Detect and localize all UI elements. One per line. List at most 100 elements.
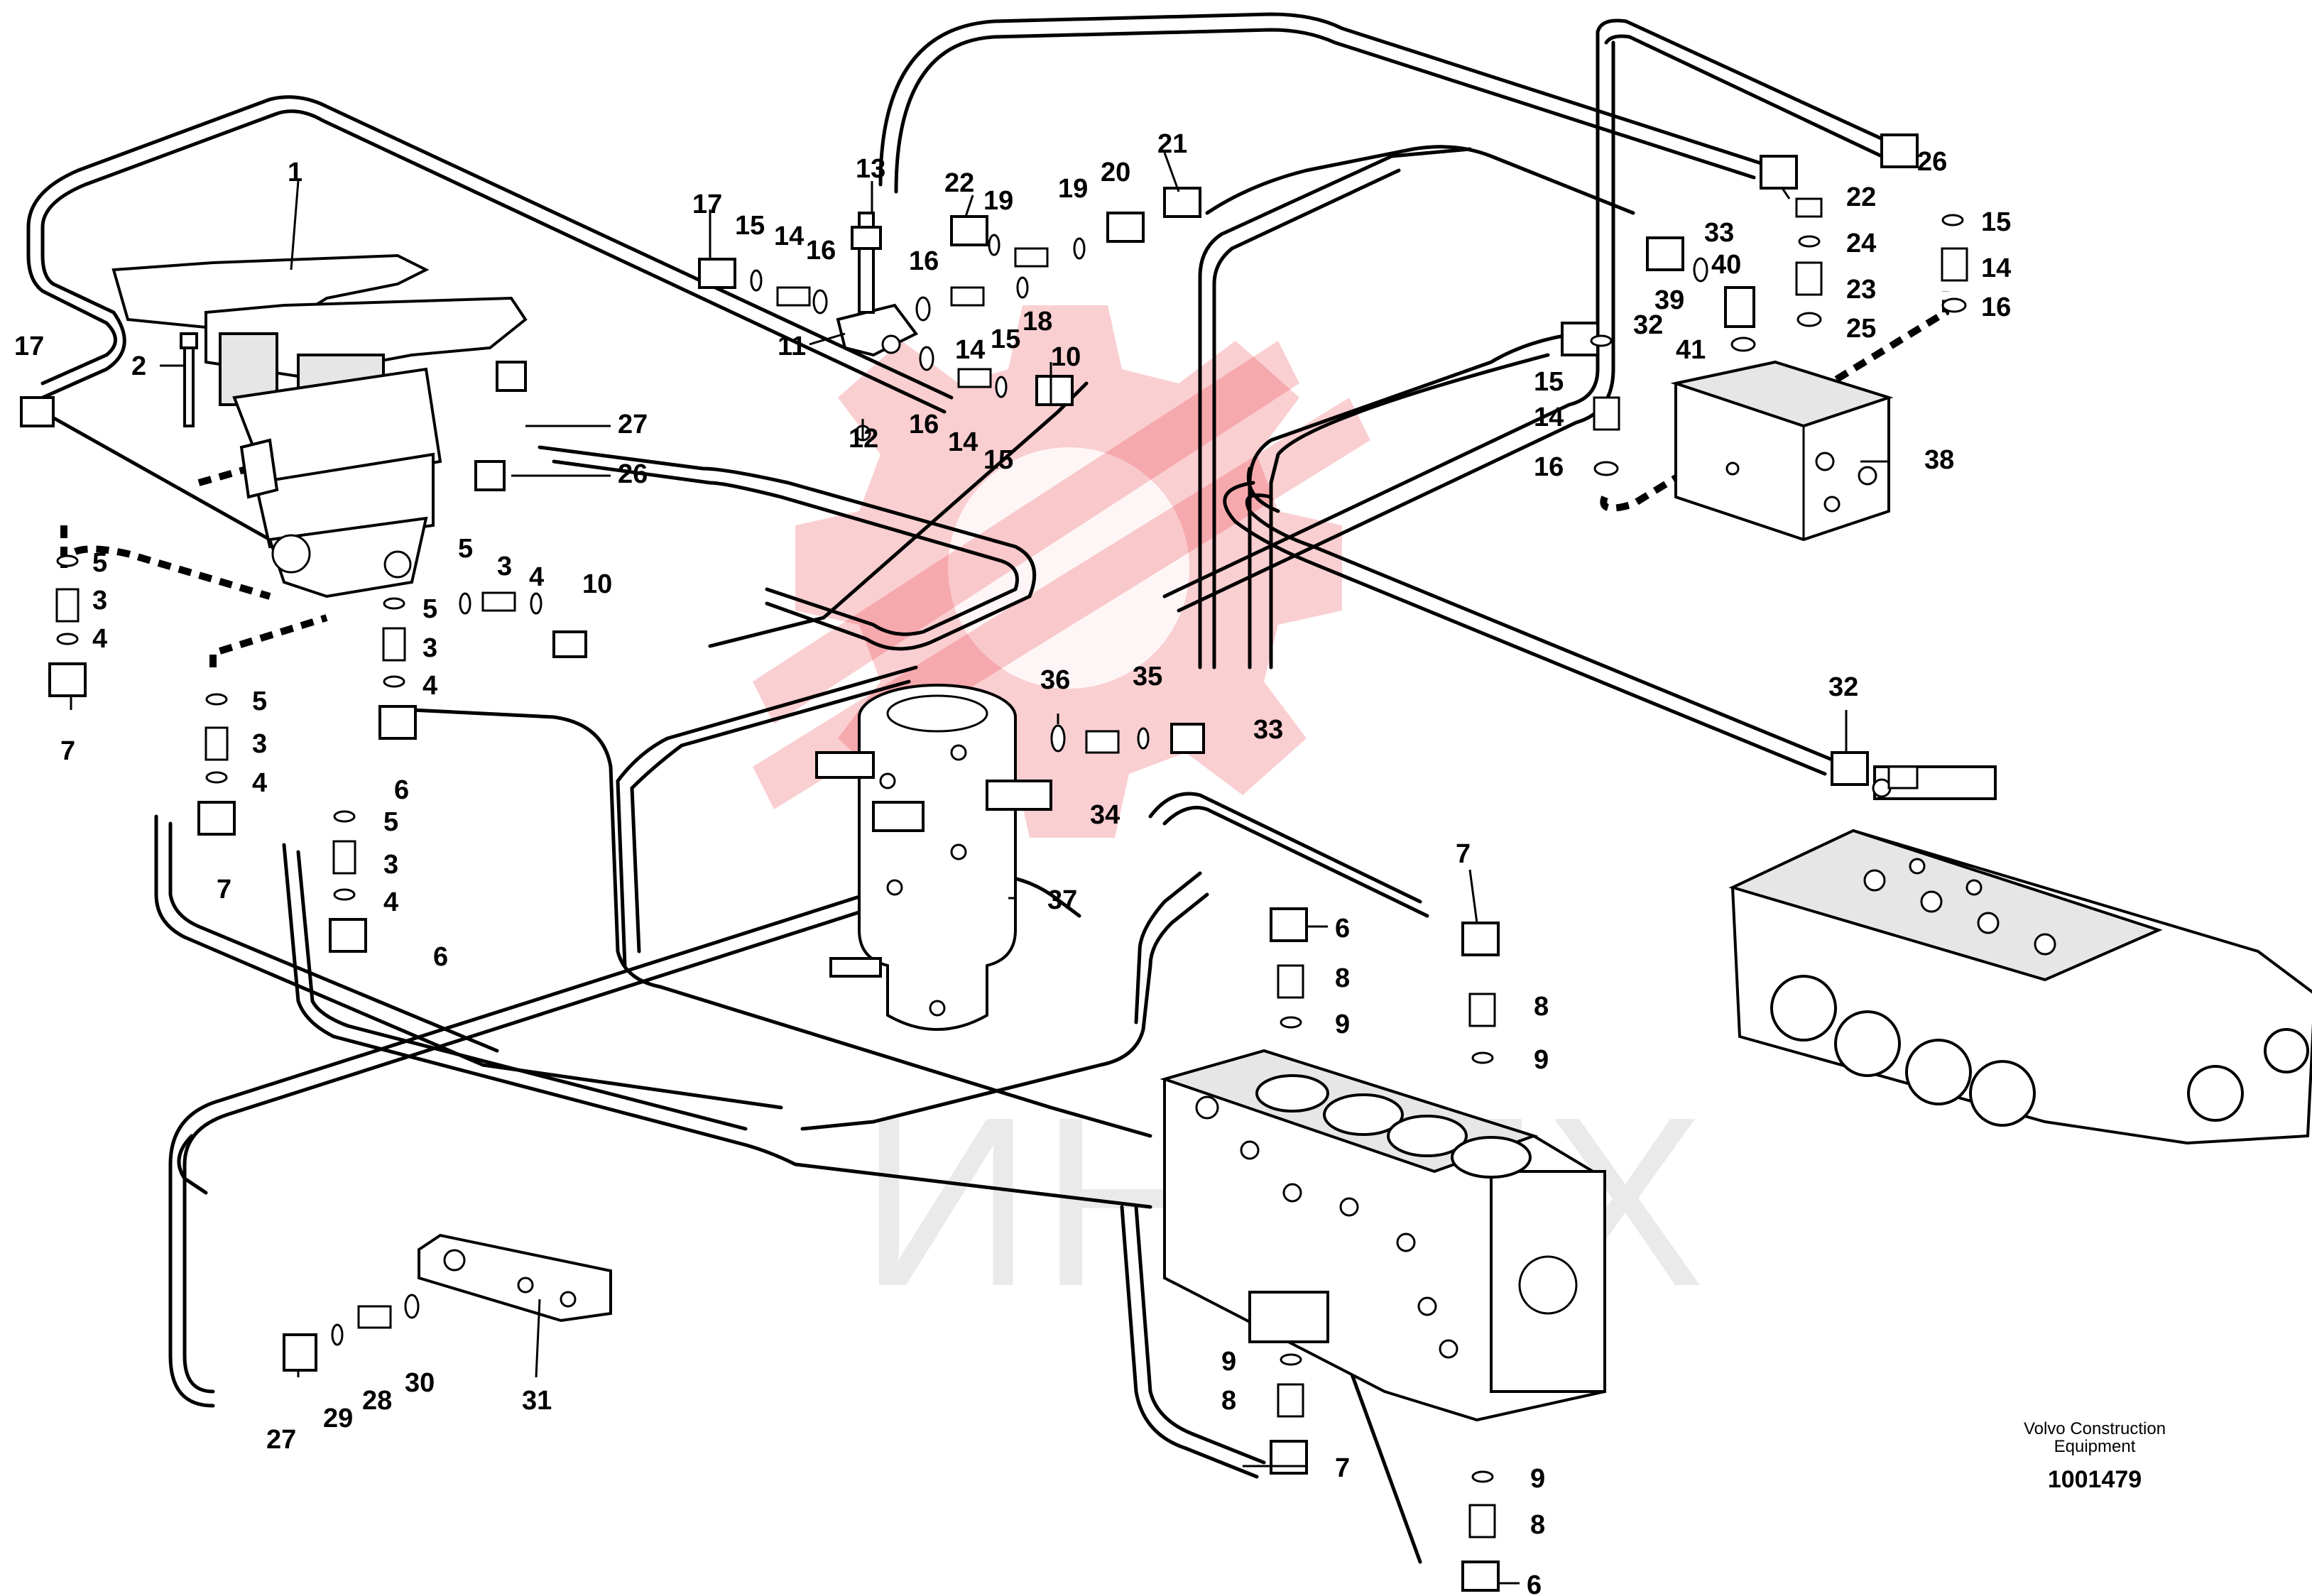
callout-16b: 16 [909,246,939,276]
callout-4e: 4 [529,562,544,592]
callout-18: 18 [1023,307,1052,337]
callout-labels: 1 2 17 27 26 5 3 4 7 5 3 4 7 5 3 4 6 5 3… [14,129,2011,1596]
callout-15d: 15 [1981,207,2011,237]
callout-33a: 33 [1704,218,1734,248]
callout-9b: 9 [1534,1045,1549,1075]
callout-4b: 4 [252,768,267,798]
callout-25: 25 [1846,314,1876,344]
callout-12: 12 [849,424,878,454]
callout-40: 40 [1711,250,1741,280]
callout-4a: 4 [92,624,107,654]
callout-35: 35 [1133,662,1162,692]
callout-6b: 6 [433,942,448,972]
callout-4d: 4 [383,887,398,917]
callout-10a: 10 [582,569,612,599]
callout-24: 24 [1846,229,1876,258]
callout-20: 20 [1101,158,1130,187]
callout-3a: 3 [92,586,107,616]
brand-line-2: Equipment [2054,1437,2136,1456]
callout-3b: 3 [252,729,267,759]
callout-8a: 8 [1335,963,1350,993]
callout-17b: 17 [692,190,722,219]
callout-26a: 26 [618,459,648,489]
main-control-valve-right [1728,765,2312,1145]
pedal-assembly [111,253,528,598]
callout-41: 41 [1676,335,1706,365]
callout-15a: 15 [735,211,765,241]
callout-9c: 9 [1221,1347,1236,1377]
manifold-block [836,212,919,442]
callout-14c: 14 [948,427,978,457]
callout-15e: 15 [1534,367,1564,397]
callout-27b: 27 [266,1425,296,1455]
swivel-joint [815,684,1052,1031]
callout-32b: 32 [1828,672,1858,702]
callout-16a: 16 [806,236,836,266]
hose-lines [26,12,1949,1564]
valve-block-small [1670,360,1894,542]
document-number: 1001479 [2048,1466,2142,1493]
callout-5a: 5 [92,548,107,578]
callout-5c: 5 [422,594,437,624]
callout-32a: 32 [1633,310,1663,340]
callout-7d: 7 [1335,1453,1350,1483]
callout-21: 21 [1157,129,1187,159]
callout-17a: 17 [14,332,44,361]
callout-36: 36 [1040,665,1070,695]
callout-13: 13 [856,154,885,184]
callout-14a: 14 [774,222,804,251]
brand-line-1: Volvo Construction [2024,1419,2166,1438]
callout-14e: 14 [1534,403,1564,432]
callout-23: 23 [1846,275,1876,305]
callout-15c: 15 [983,445,1013,475]
callout-38: 38 [1924,445,1954,475]
callout-31: 31 [522,1386,552,1416]
callout-29: 29 [323,1404,353,1433]
callout-7b: 7 [217,875,231,904]
callout-27a: 27 [618,410,648,439]
callout-1: 1 [288,158,302,187]
callout-30: 30 [405,1368,435,1398]
callout-37: 37 [1047,885,1077,915]
callout-7a: 7 [60,736,75,766]
callout-5d: 5 [383,807,398,837]
callout-3e: 3 [497,552,512,581]
callout-15b: 15 [991,324,1020,354]
callout-7c: 7 [1456,839,1471,869]
callout-11: 11 [778,332,806,361]
callout-6d: 6 [1527,1570,1542,1596]
callout-8c: 8 [1221,1386,1236,1416]
callout-22b: 22 [1846,182,1876,212]
callout-10b: 10 [1051,342,1081,372]
callout-14b: 14 [955,335,985,365]
leader-lines [70,152,1889,1585]
callout-3d: 3 [383,850,398,880]
callout-22a: 22 [944,168,974,198]
callout-6c: 6 [1335,914,1350,944]
callout-19b: 19 [1058,174,1088,204]
callout-5e: 5 [458,534,473,564]
callout-16d: 16 [1981,293,2011,322]
main-control-valve-center [1160,1049,1606,1422]
callout-2: 2 [131,351,146,381]
callout-6a: 6 [394,775,409,805]
callout-33b: 33 [1253,715,1283,745]
callout-14d: 14 [1981,253,2011,283]
callout-16e: 16 [1534,452,1564,482]
callout-4c: 4 [422,671,437,701]
callout-26b: 26 [1917,147,1947,177]
callout-8d: 8 [1530,1510,1545,1540]
callout-34: 34 [1090,800,1120,830]
callout-3c: 3 [422,633,437,663]
callout-8b: 8 [1534,992,1549,1022]
bolt [180,332,198,427]
callout-19a: 19 [983,186,1013,216]
callout-28: 28 [362,1386,392,1416]
callout-16c: 16 [909,410,939,439]
callout-5b: 5 [252,687,267,716]
callout-39: 39 [1654,285,1684,315]
callout-9a: 9 [1335,1010,1350,1039]
callout-9d: 9 [1530,1464,1545,1494]
fittings [20,133,1968,1592]
